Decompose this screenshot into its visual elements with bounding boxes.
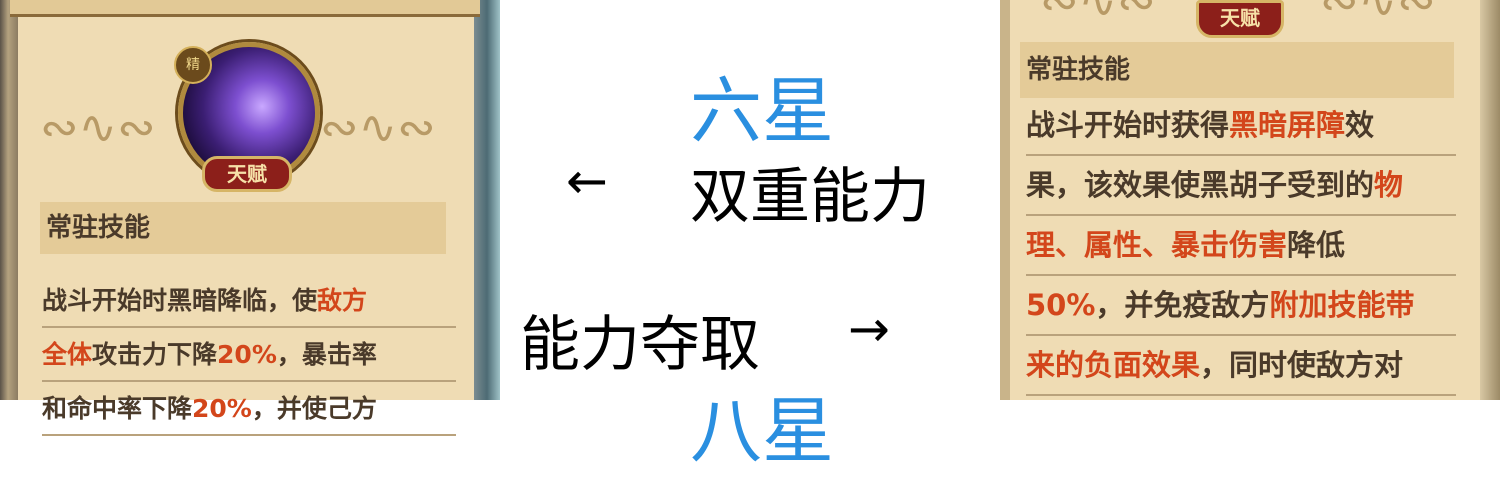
highlighted-text: 敌方 [317, 286, 368, 315]
description-text: 果，该效果使黑胡子受到的 [1026, 168, 1375, 202]
eight-star-label: 八星 [690, 389, 835, 473]
highlighted-text: 全体 [42, 340, 93, 369]
skill-description-line: 和命中率下降20%，并使己方 [42, 384, 456, 436]
left-skill-card: ∾∿∾ ∾∿∾ 精 天赋 常驻技能 战斗开始时黑暗降临，使敌方 全体攻击力下降2… [0, 0, 500, 436]
card-top-bar [10, 0, 480, 17]
skill-description-line: 全体攻击力下降20%，暴击率 [42, 330, 456, 382]
ability-steal-label: 能力夺取 [520, 310, 760, 380]
description-text: 战斗开始时获得 [1026, 108, 1230, 142]
description-text: ，并使己方 [251, 394, 377, 423]
section-title-passive-skill: 常驻技能 [40, 202, 446, 254]
right-skill-card: ∾∿∾ ∾∿∾ 天赋 常驻技能 战斗开始时获得黑暗屏障效 果，该效果使黑胡子受到… [1000, 0, 1500, 400]
description-text: ，同时使敌方对 [1200, 348, 1404, 382]
skill-description-line: 理、属性、暴击伤害降低 [1026, 216, 1456, 276]
highlighted-text: 黑暗屏障 [1229, 108, 1346, 142]
card-frame-right [1480, 0, 1500, 400]
skill-description-line: 来的负面效果，同时使敌方对 [1026, 336, 1456, 396]
highlighted-text: 理、属性、暴击伤害 [1026, 228, 1288, 262]
card-frame-left [0, 0, 18, 400]
talent-badge: 天赋 [202, 156, 292, 192]
card-frame-left [1000, 0, 1010, 400]
description-text: 战斗开始时黑暗降临，使 [42, 286, 318, 315]
highlighted-text: 附加技能带 [1269, 288, 1415, 322]
highlighted-text: 来的负面效果 [1026, 348, 1201, 382]
description-text: 攻击力下降 [92, 340, 218, 369]
highlighted-text: 物 [1374, 168, 1404, 202]
description-text: ，暴击率 [276, 340, 377, 369]
arrow-right-icon: → [848, 300, 890, 358]
skill-description-line: 战斗开始时黑暗降临，使敌方 [42, 276, 456, 328]
rank-mark: 精 [174, 46, 212, 84]
description-text: ，并免疫敌方 [1095, 288, 1270, 322]
cloud-ornament-left: ∾∿∾ [1040, 0, 1156, 28]
highlighted-text: 20% [192, 394, 252, 423]
cloud-ornament-left: ∾∿∾ [40, 100, 156, 154]
six-star-label: 六星 [690, 69, 835, 153]
description-text: 效 [1345, 108, 1375, 142]
section-title-passive-skill: 常驻技能 [1020, 42, 1454, 98]
talent-badge: 天赋 [1196, 0, 1284, 38]
cloud-ornament-right: ∾∿∾ [320, 100, 436, 154]
description-text: 降低 [1287, 228, 1346, 262]
skill-description-line: 果，该效果使黑胡子受到的物 [1026, 156, 1456, 216]
highlighted-text: 50% [1026, 288, 1096, 322]
cloud-ornament-right: ∾∿∾ [1320, 0, 1436, 28]
skill-description-line: 战斗开始时获得黑暗屏障效 [1026, 96, 1456, 156]
description-text: 和命中率下降 [42, 394, 193, 423]
dual-ability-label: 双重能力 [690, 162, 930, 232]
arrow-left-icon: ← [566, 152, 608, 210]
card-frame-right [474, 0, 500, 400]
skill-description-line: 50%，并免疫敌方附加技能带 [1026, 276, 1456, 336]
highlighted-text: 20% [217, 340, 277, 369]
